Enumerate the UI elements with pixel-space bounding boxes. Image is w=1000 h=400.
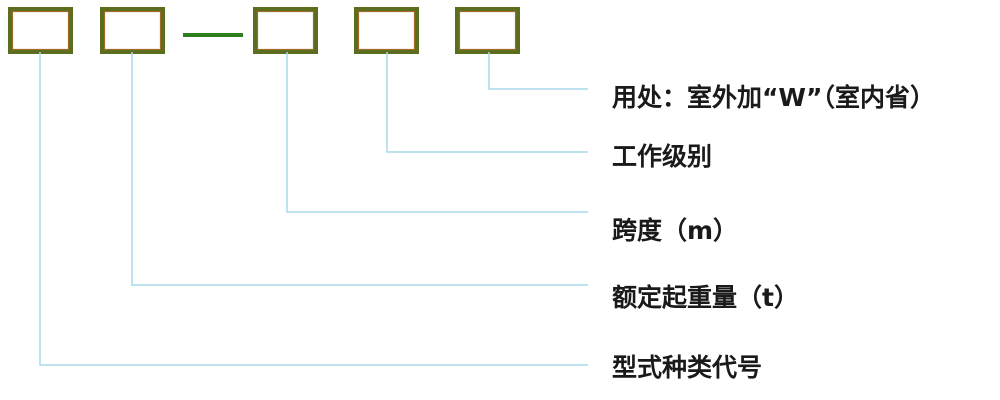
leader-span: [286, 52, 588, 213]
label-rated-capacity: 额定起重量（t）: [612, 283, 799, 312]
code-box-work-class: [354, 7, 419, 54]
leader-type-code: [39, 52, 588, 366]
code-box-capacity: [100, 7, 165, 54]
leader-rated-capacity: [131, 52, 588, 286]
code-box-type: [8, 7, 73, 54]
code-box-usage: [455, 7, 520, 54]
code-box-span: [253, 7, 318, 54]
label-type-code: 型式种类代号: [612, 353, 762, 382]
label-usage: 用处：室外加“W”（室内省）: [612, 83, 935, 112]
label-work-class: 工作级别: [612, 142, 712, 171]
label-span: 跨度（m）: [612, 216, 738, 245]
leader-work-class: [386, 52, 588, 153]
leader-usage: [488, 52, 588, 90]
